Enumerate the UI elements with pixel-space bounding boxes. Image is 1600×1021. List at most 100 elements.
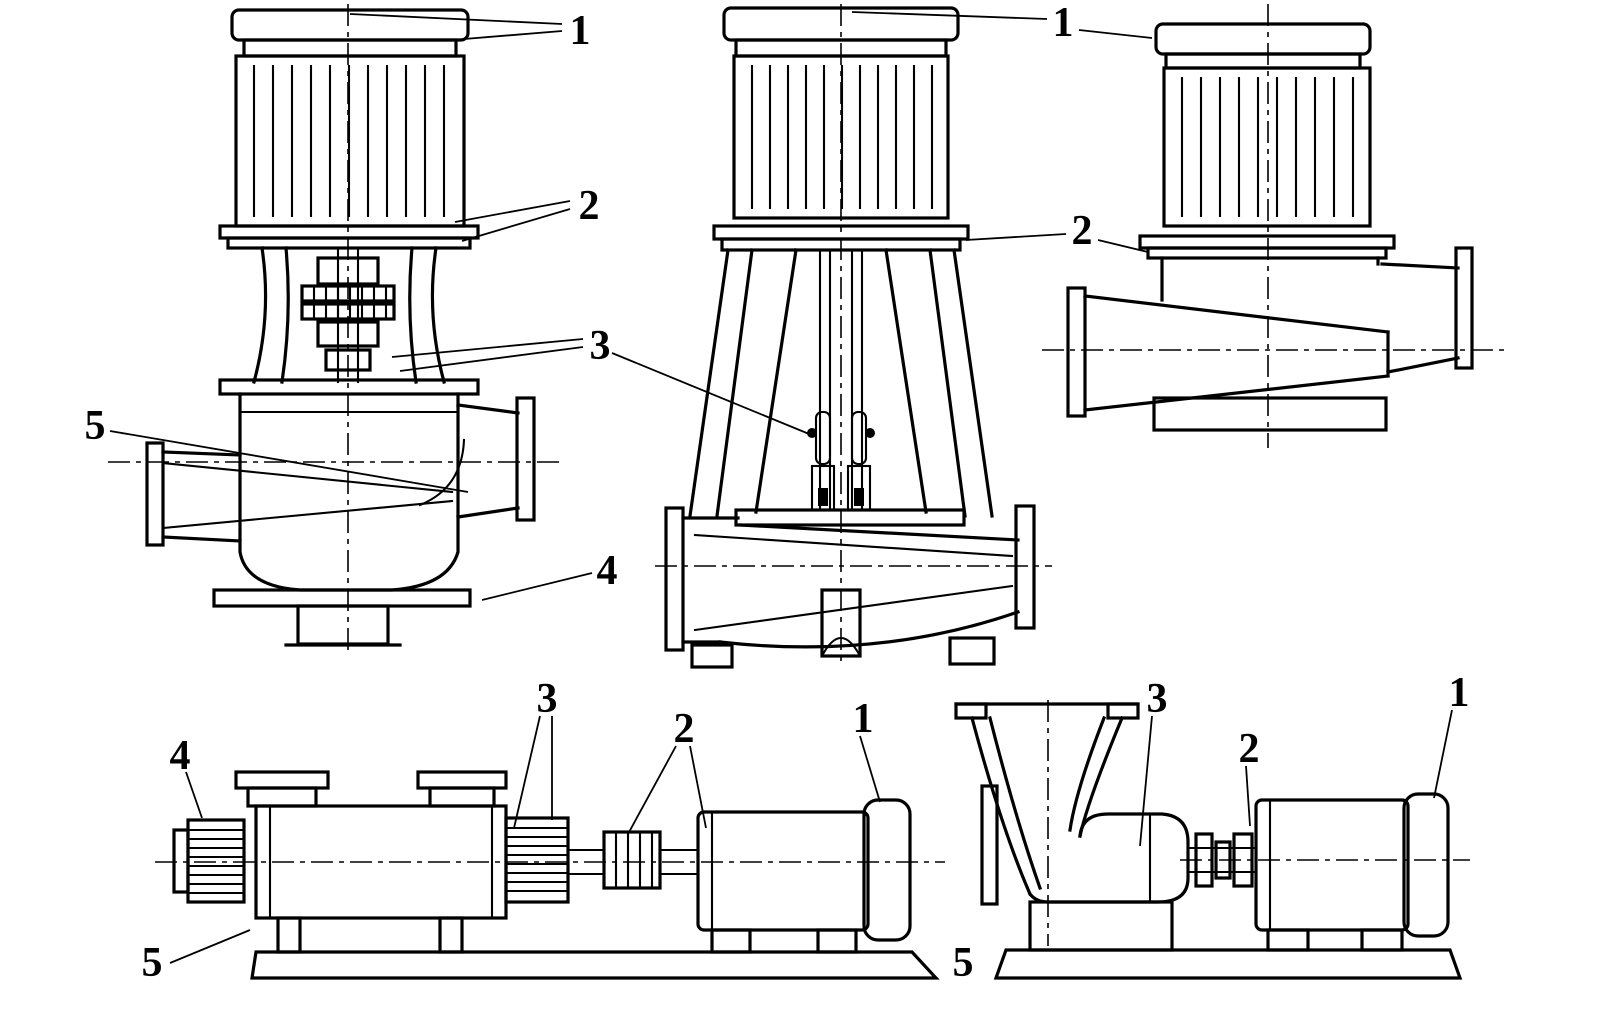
- callout-2: 2: [674, 706, 695, 752]
- diagram-vertical-pump-on-legs: [655, 4, 1052, 669]
- brace-right: [884, 248, 928, 514]
- funnel-wall-right-outer: [1078, 715, 1125, 838]
- gland-dark-right: [854, 488, 864, 506]
- left-bearing-ribs: [188, 828, 244, 895]
- funnel-rim-lip-right: [1106, 702, 1140, 720]
- leader-line: [1433, 709, 1453, 799]
- callout-1: 1: [1053, 0, 1074, 46]
- casing-foot: [296, 604, 390, 646]
- coupling-grooves: [614, 830, 654, 890]
- coupling-disc-1: [1194, 832, 1214, 888]
- leg-right-outer: [952, 248, 994, 518]
- side-flange-post: [980, 784, 999, 906]
- leader-line: [851, 11, 1048, 20]
- leg-right-inner: [928, 248, 967, 518]
- leader-line: [1097, 239, 1149, 253]
- diagram-horizontal-close-coupled-pump: [1042, 4, 1505, 448]
- discharge-flange: [1014, 504, 1036, 630]
- casing-bottom-flange: [212, 588, 472, 608]
- pump-leg-left: [276, 916, 302, 954]
- suction-nozzle-neck: [246, 786, 318, 808]
- gland-dark-left: [818, 488, 828, 506]
- leader-line: [454, 200, 571, 223]
- callout-1: 1: [570, 8, 591, 54]
- pump-casing: [238, 392, 460, 592]
- left-bearing-block: [186, 818, 246, 904]
- callout-3: 3: [1147, 676, 1168, 722]
- coupling-hub-lower: [316, 320, 380, 348]
- callout-5: 5: [85, 403, 106, 449]
- motor-end-cap: [862, 798, 912, 942]
- brace-left: [754, 248, 798, 514]
- motor-body: [732, 54, 950, 220]
- casing-bottom: [718, 609, 1021, 649]
- callout-3: 3: [590, 323, 611, 369]
- shaft-rods: [818, 248, 864, 512]
- diagram-horizontal-multistage-pump: [155, 770, 945, 980]
- casing-top: [738, 523, 1020, 542]
- callout-5: 5: [142, 940, 163, 986]
- suction-pipe-bottom: [161, 535, 242, 543]
- leader-line: [349, 13, 563, 25]
- leader-line: [451, 30, 563, 41]
- callout-5: 5: [953, 940, 974, 986]
- motor-foot-right: [816, 928, 858, 954]
- diagram-pump-with-intake-funnel: [954, 700, 1470, 980]
- flow-cone-top: [1083, 294, 1390, 334]
- lantern-right-inner: [408, 246, 418, 384]
- leader-line: [689, 745, 707, 829]
- motor-foot-left: [710, 928, 752, 954]
- motor-cooling-fins: [750, 64, 934, 210]
- suction-flange: [1066, 286, 1087, 418]
- leader-line: [399, 346, 584, 372]
- motor-foot-left: [1266, 928, 1310, 952]
- leader-line: [185, 771, 203, 819]
- discharge-flange: [1454, 246, 1474, 370]
- foot-right: [948, 636, 996, 666]
- casing-base-block: [1152, 396, 1388, 432]
- discharge-nozzle-flange: [416, 770, 508, 790]
- leader-line: [1078, 29, 1153, 39]
- motor-body: [696, 810, 870, 932]
- seal-housing: [324, 348, 372, 372]
- coupling-disc-1: [300, 284, 396, 303]
- motor-body: [1162, 66, 1372, 228]
- leader-line: [611, 352, 815, 437]
- elbow-inner-curve: [418, 438, 466, 507]
- motor-cap-band: [1164, 52, 1362, 70]
- discharge-pipe-top: [1380, 262, 1460, 270]
- funnel-rim-lip-left: [954, 702, 988, 720]
- flow-cone-bottom: [161, 499, 454, 530]
- coupling-bolt-right: [865, 428, 875, 438]
- motor-cap: [1154, 22, 1372, 56]
- coupling-disc-2: [300, 302, 396, 321]
- motor-cooling-fins: [252, 64, 446, 218]
- flow-cone-top: [693, 533, 1014, 558]
- coupling-spindle-left: [814, 410, 832, 466]
- leg-left-inner: [715, 248, 754, 518]
- leader-line: [1245, 765, 1251, 827]
- motor-flange-upper: [1138, 234, 1396, 250]
- baseplate: [250, 950, 940, 980]
- coupling-disc-2: [1214, 840, 1232, 880]
- pump-casing: [1027, 812, 1190, 904]
- coupling-disc-3: [1232, 832, 1254, 888]
- foot-left: [690, 643, 734, 669]
- funnel-wall-left-inner: [988, 716, 1043, 891]
- suction-flange: [145, 441, 165, 547]
- callout-1: 1: [1449, 670, 1470, 716]
- suction-flange: [664, 506, 685, 652]
- motor-flange-lower: [720, 237, 962, 252]
- pump-top-plate: [734, 508, 966, 527]
- flow-cone-bottom: [1083, 374, 1390, 412]
- discharge-nozzle-neck: [428, 786, 496, 808]
- motor-flange-lower: [1146, 246, 1388, 260]
- diagram-vertical-inline-pump: [108, 4, 565, 652]
- callout-2: 2: [1239, 726, 1260, 772]
- motor-foot-right: [1360, 928, 1404, 952]
- motor-flange-upper: [218, 224, 480, 240]
- discharge-pipe-bottom: [1386, 356, 1460, 374]
- right-bearing-ribs: [506, 826, 568, 893]
